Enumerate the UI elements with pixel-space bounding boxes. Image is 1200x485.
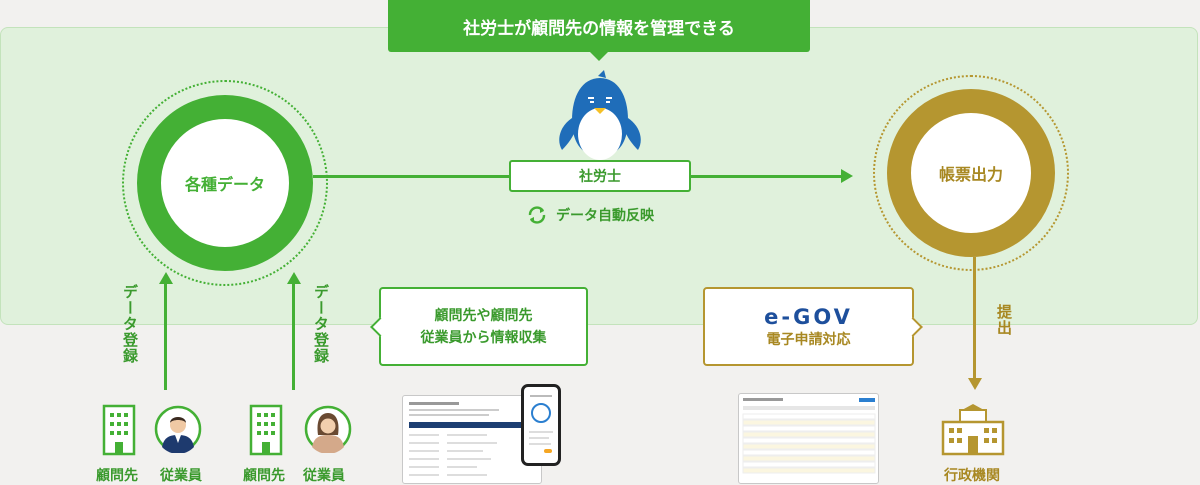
refresh-icon bbox=[528, 206, 546, 224]
sync-label: データ自動反映 bbox=[556, 208, 654, 224]
employee-label-1: 従業員 bbox=[160, 468, 202, 484]
role-box: 社労士 bbox=[509, 160, 691, 192]
collect-callout: 顧問先や顧問先 従業員から情報収集 bbox=[370, 287, 588, 366]
output-circle-label: 帳票出力 bbox=[938, 165, 1003, 184]
penguin-mascot-icon bbox=[559, 70, 641, 160]
banner-title: 社労士が顧問先の情報を管理できる bbox=[463, 18, 735, 39]
smartphone-screenshot bbox=[521, 384, 561, 466]
data-circle-label: 各種データ bbox=[184, 175, 265, 194]
web-form-screenshot bbox=[402, 395, 542, 484]
government-building-icon bbox=[941, 404, 1005, 456]
client-label-2: 顧問先 bbox=[243, 468, 285, 484]
flow-line-left bbox=[313, 175, 509, 178]
register-arrow-left-line bbox=[164, 282, 167, 390]
agency-label: 行政機関 bbox=[944, 468, 1000, 484]
submit-arrow-head bbox=[967, 378, 982, 390]
egov-callout: e-GOV 電子申請対応 bbox=[703, 287, 923, 366]
submit-arrow-line bbox=[973, 257, 976, 379]
employee-label-2: 従業員 bbox=[303, 468, 345, 484]
sync-indicator: データ自動反映 bbox=[526, 204, 654, 226]
output-table-screenshot bbox=[738, 393, 879, 484]
male-employee-avatar-icon bbox=[154, 405, 202, 453]
register-label-right: データ登録 bbox=[312, 284, 330, 364]
output-circle: 帳票出力 bbox=[887, 89, 1055, 257]
web-form-preview-icon bbox=[409, 402, 537, 476]
flow-arrowhead bbox=[841, 169, 853, 183]
client-label-1: 顧問先 bbox=[96, 468, 138, 484]
banner-pointer bbox=[590, 52, 608, 61]
egov-logo: e-GOV bbox=[764, 305, 853, 329]
table-preview-icon bbox=[742, 398, 876, 474]
register-arrow-right-line bbox=[292, 282, 295, 390]
register-arrow-right-head bbox=[286, 272, 301, 284]
building-icon bbox=[102, 404, 136, 456]
register-arrow-left-head bbox=[158, 272, 173, 284]
flow-line-right bbox=[691, 175, 841, 178]
collect-callout-line1: 顧問先や顧問先 bbox=[434, 308, 533, 324]
building-icon bbox=[249, 404, 283, 456]
phone-app-preview-icon bbox=[529, 395, 553, 453]
header-banner: 社労士が顧問先の情報を管理できる bbox=[388, 0, 810, 52]
female-employee-avatar-icon bbox=[304, 405, 352, 453]
register-label-left: データ登録 bbox=[121, 284, 139, 364]
submit-label: 提出 bbox=[995, 304, 1013, 336]
output-circle-dotted-outline bbox=[873, 75, 1069, 271]
data-circle-dotted-outline bbox=[122, 80, 328, 286]
egov-callout-line1: 電子申請対応 bbox=[766, 332, 851, 348]
collect-callout-line2: 従業員から情報収集 bbox=[420, 330, 547, 346]
role-label: 社労士 bbox=[579, 169, 621, 185]
data-circle: 各種データ bbox=[137, 95, 313, 271]
